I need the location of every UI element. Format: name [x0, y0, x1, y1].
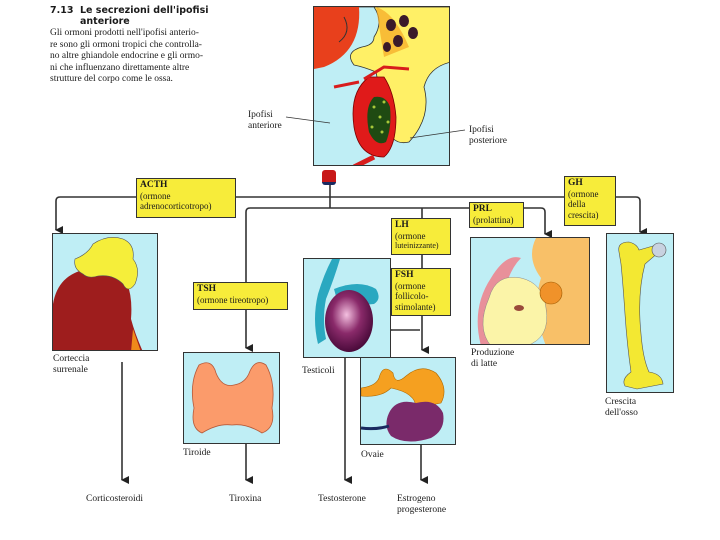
hormone-abbr: LH: [395, 220, 409, 230]
hormone-abbr: ACTH: [140, 180, 168, 190]
hormone-box-tsh: TSH (ormone tireotropo): [193, 282, 288, 310]
label-line: Estrogeno: [397, 494, 436, 504]
hormone-name: follicolo-: [395, 291, 429, 301]
hormone-abbr: TSH: [197, 284, 217, 294]
ovaries-label: Ovaie: [361, 450, 384, 461]
description-line: re sono gli ormoni tropici che controlla…: [50, 39, 202, 50]
hormone-name: (ormone: [568, 188, 599, 199]
label-line: Ovaie: [361, 450, 384, 460]
label-line: Testicoli: [302, 366, 335, 376]
description-line: no altre ghiandole endocrine e gli ormo-: [50, 51, 204, 61]
gh-line: [330, 196, 647, 236]
hormone-name: (ormone: [140, 190, 171, 201]
label-line: di latte: [471, 359, 498, 369]
adrenal-cortex-label: Corteccia surrenale: [53, 354, 89, 376]
milk-production-label: Produzione di latte: [471, 348, 514, 370]
pituitary-illustration: [313, 6, 450, 166]
label-line: Tiroide: [183, 448, 211, 458]
product-testosterone: Testosterone: [318, 494, 366, 504]
label-line: Ipofisi: [469, 125, 494, 135]
milk-production-illustration: [470, 237, 590, 345]
label-line: progesterone: [397, 505, 447, 515]
thyroid-illustration: [183, 352, 280, 444]
product-corticosteroids: Corticosteroidi: [86, 494, 143, 504]
description-line: strutture del corpo come le ossa.: [50, 74, 173, 84]
figure-number: 7.13: [50, 5, 74, 16]
hormone-abbr: GH: [568, 178, 583, 188]
figure-title: Le secrezioni dell'ipofisi anteriore: [80, 5, 209, 27]
hormone-name: stimolante): [395, 301, 436, 312]
label-line: posteriore: [469, 136, 507, 146]
label-line: Produzione: [471, 348, 515, 358]
hormone-name: (ormone: [395, 280, 426, 291]
hormone-name: crescita): [568, 209, 599, 220]
hormone-name: (ormone tireotropo): [197, 294, 269, 305]
bone-growth-illustration: [606, 233, 674, 393]
figure-caption: 7.13 Le secrezioni dell'ipofisi anterior…: [50, 5, 245, 86]
hormone-name: (ormone: [395, 230, 426, 241]
thyroid-label: Tiroide: [183, 448, 211, 459]
label-line: anteriore: [248, 121, 282, 131]
hormone-box-fsh: FSH (ormone follicolo- stimolante): [391, 268, 451, 316]
label-line: Ipofisi: [248, 110, 273, 120]
bone-growth-label: Crescita dell'osso: [605, 397, 638, 419]
figure-title-line2: anteriore: [80, 16, 130, 27]
hormone-name: luteinizzante): [395, 241, 439, 250]
testes-label: Testicoli: [302, 366, 335, 377]
hormone-abbr: PRL: [473, 204, 492, 214]
hormone-name: della: [568, 199, 586, 209]
hormone-box-prl: PRL (prolattina): [469, 202, 524, 228]
anterior-pituitary-label: Ipofisi anteriore: [248, 110, 282, 132]
tsh-line: [245, 207, 330, 352]
portal-vessel-icon: [322, 170, 336, 185]
prl-line: [330, 207, 552, 238]
hormone-box-acth: ACTH (ormone adrenocorticotropo): [136, 178, 236, 218]
figure-description: Gli ormoni prodotti nell'ipofisi anterio…: [50, 28, 245, 86]
label-line: dell'osso: [605, 408, 638, 418]
product-estrogen-progesterone: Estrogeno progesterone: [397, 494, 446, 516]
label-line: Corteccia: [53, 354, 90, 364]
hormone-box-gh: GH (ormone della crescita): [564, 176, 616, 226]
ovaries-illustration: [360, 357, 456, 445]
label-line: Crescita: [605, 397, 637, 407]
product-thyroxine: Tiroxina: [229, 494, 262, 504]
posterior-pituitary-label: Ipofisi posteriore: [469, 125, 507, 147]
description-line: ni che influenzano direttamente altre: [50, 62, 190, 73]
figure-title-line1: Le secrezioni dell'ipofisi: [80, 5, 209, 16]
hormone-abbr: FSH: [395, 270, 414, 280]
hormone-name: (prolattina): [473, 214, 514, 225]
description-line: Gli ormoni prodotti nell'ipofisi anterio…: [50, 28, 199, 38]
hormone-box-lh: LH (ormone luteinizzante): [391, 218, 451, 255]
acth-line: [55, 196, 330, 234]
hormone-name: adrenocorticotropo): [140, 201, 212, 211]
adrenal-cortex-illustration: [52, 233, 158, 351]
testes-illustration: [303, 258, 391, 358]
label-line: surrenale: [53, 365, 88, 375]
